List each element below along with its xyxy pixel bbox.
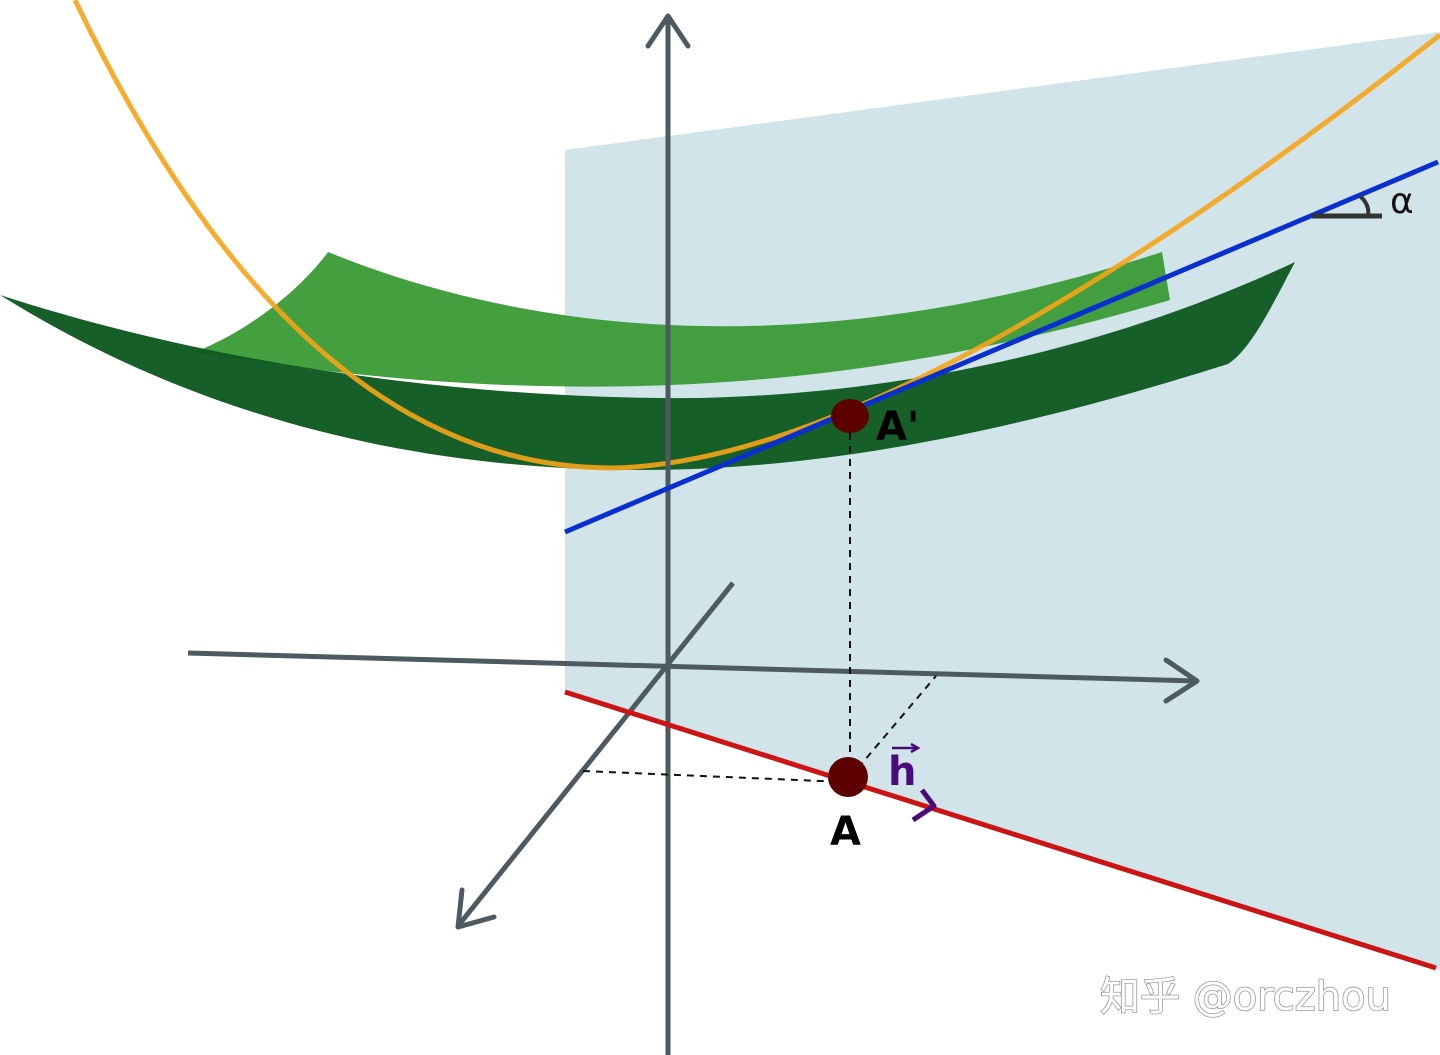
angle-label: α [1390,181,1414,222]
x-projection-dashed-line [582,770,846,783]
depth-axis [456,581,735,928]
point-a [828,757,868,797]
vector-h-chevron [911,788,937,823]
arrow-down-left-icon [455,887,497,930]
point-a-label: A [830,809,861,855]
tangent-line [564,159,1439,535]
angle-arc [1358,194,1371,217]
horizontal-axis [187,650,1197,684]
surface-back-light [195,252,1170,387]
surface-front-dark [0,262,1295,470]
parabola-curve [72,0,1440,471]
vertical-plane [565,32,1440,970]
arrow-right-icon [1163,657,1200,704]
vector-h-arrowhead [910,742,921,754]
point-a-prime-label: A' [876,404,919,450]
point-a-prime [831,399,869,433]
vector-h-label: h [888,749,916,795]
watermark-text: 知乎 @orczhou [1100,974,1391,1020]
arrow-up-icon [645,13,691,49]
direction-line [564,689,1437,971]
